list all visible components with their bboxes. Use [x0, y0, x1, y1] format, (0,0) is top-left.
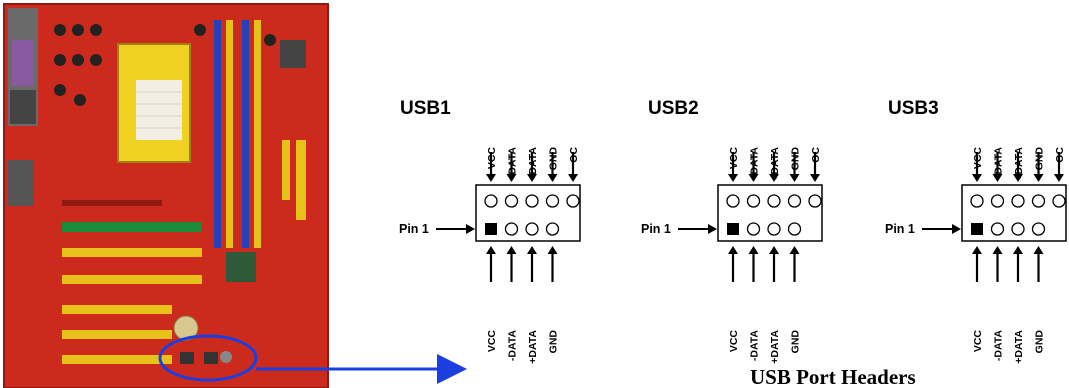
- bottom-pin-label: VCC: [486, 330, 498, 353]
- pin-hole: [767, 194, 781, 208]
- pin1-square: [971, 223, 983, 235]
- bottom-pin-label: GND: [548, 330, 560, 354]
- pin-hole: [504, 194, 519, 208]
- pin-hole: [566, 194, 580, 208]
- bottom-pin-arrow: [547, 246, 558, 282]
- pin1-label: Pin 1: [399, 222, 429, 236]
- pin-hole: [1011, 222, 1025, 236]
- pin-hole: [767, 222, 781, 236]
- usb-header-1: USB1VCC-DATA+DATAGNDOCPin 1VCC-DATA+DATA…: [399, 98, 581, 364]
- pin1-square: [727, 223, 739, 235]
- bottom-pin-arrow: [972, 246, 982, 282]
- pin-hole: [484, 194, 498, 208]
- bottom-pin-arrow: [1013, 246, 1023, 282]
- top-pin-arrow: [728, 152, 738, 182]
- caption: USB Port Headers: [750, 365, 916, 388]
- pin-hole: [970, 194, 984, 208]
- top-pin-arrow: [810, 152, 820, 182]
- pin1-label: Pin 1: [885, 222, 915, 236]
- pin1-arrow: [922, 224, 961, 234]
- pin-hole: [746, 194, 761, 208]
- bottom-pin-label: -DATA: [749, 330, 761, 362]
- bottom-pin-arrow: [748, 246, 759, 282]
- motherboard-image: [3, 3, 329, 388]
- top-pin-arrow: [748, 152, 759, 182]
- bottom-pin-label: -DATA: [993, 330, 1005, 362]
- top-pin-arrow: [568, 152, 578, 182]
- pin-hole: [1011, 194, 1025, 208]
- bottom-pin-arrow: [789, 246, 800, 282]
- pin-hole: [504, 222, 519, 236]
- pin1-label: Pin 1: [641, 222, 671, 236]
- bottom-pin-arrow: [527, 246, 537, 282]
- pin-hole: [808, 194, 822, 208]
- pin-hole: [787, 222, 802, 236]
- pin-hole: [545, 222, 560, 236]
- pin-hole: [1052, 194, 1066, 208]
- pin-hole: [1031, 194, 1046, 208]
- usb-header-highlight-ellipse: [158, 334, 258, 382]
- bottom-pin-label: VCC: [728, 330, 740, 353]
- top-pin-arrow: [506, 152, 517, 182]
- header-title: USB3: [888, 98, 939, 119]
- bottom-pin-arrow: [728, 246, 738, 282]
- usb-header-2: USB2VCC-DATA+DATAGNDOCPin 1VCC-DATA+DATA…: [641, 98, 823, 364]
- bottom-pin-label: -DATA: [507, 330, 519, 362]
- bottom-pin-arrow: [992, 246, 1003, 282]
- pin1-arrow: [436, 224, 475, 234]
- pin-hole: [525, 222, 539, 236]
- pin1-square: [485, 223, 497, 235]
- header-title: USB1: [400, 98, 451, 119]
- top-pin-arrow: [527, 152, 537, 182]
- top-pin-arrow: [1054, 152, 1064, 182]
- bottom-pin-label: +DATA: [1013, 330, 1025, 364]
- bottom-pin-label: VCC: [972, 330, 984, 353]
- pin-hole: [746, 222, 761, 236]
- bottom-pin-label: +DATA: [769, 330, 781, 364]
- bottom-pin-label: +DATA: [527, 330, 539, 364]
- pin1-arrow: [678, 224, 717, 234]
- usb-header-3: USB3VCC-DATA+DATAGNDOCPin 1VCC-DATA+DATA…: [885, 98, 1067, 364]
- pin-hole: [787, 194, 802, 208]
- pin-hole: [525, 194, 539, 208]
- pin-hole: [990, 194, 1005, 208]
- top-pin-arrow: [1013, 152, 1023, 182]
- bottom-pin-arrow: [1033, 246, 1044, 282]
- pin-hole: [545, 194, 560, 208]
- top-pin-arrow: [486, 152, 496, 182]
- bottom-pin-arrow: [486, 246, 496, 282]
- pin-hole: [726, 194, 740, 208]
- bottom-pin-arrow: [506, 246, 517, 282]
- bottom-pin-label: GND: [1034, 330, 1046, 354]
- top-pin-arrow: [547, 152, 558, 182]
- top-pin-arrow: [789, 152, 800, 182]
- top-pin-arrow: [769, 152, 779, 182]
- bottom-pin-arrow: [769, 246, 779, 282]
- pin-hole: [990, 222, 1005, 236]
- bottom-pin-label: GND: [790, 330, 802, 354]
- top-pin-arrow: [992, 152, 1003, 182]
- pin-hole: [1031, 222, 1046, 236]
- top-pin-arrow: [1033, 152, 1044, 182]
- top-pin-arrow: [972, 152, 982, 182]
- header-title: USB2: [648, 98, 699, 119]
